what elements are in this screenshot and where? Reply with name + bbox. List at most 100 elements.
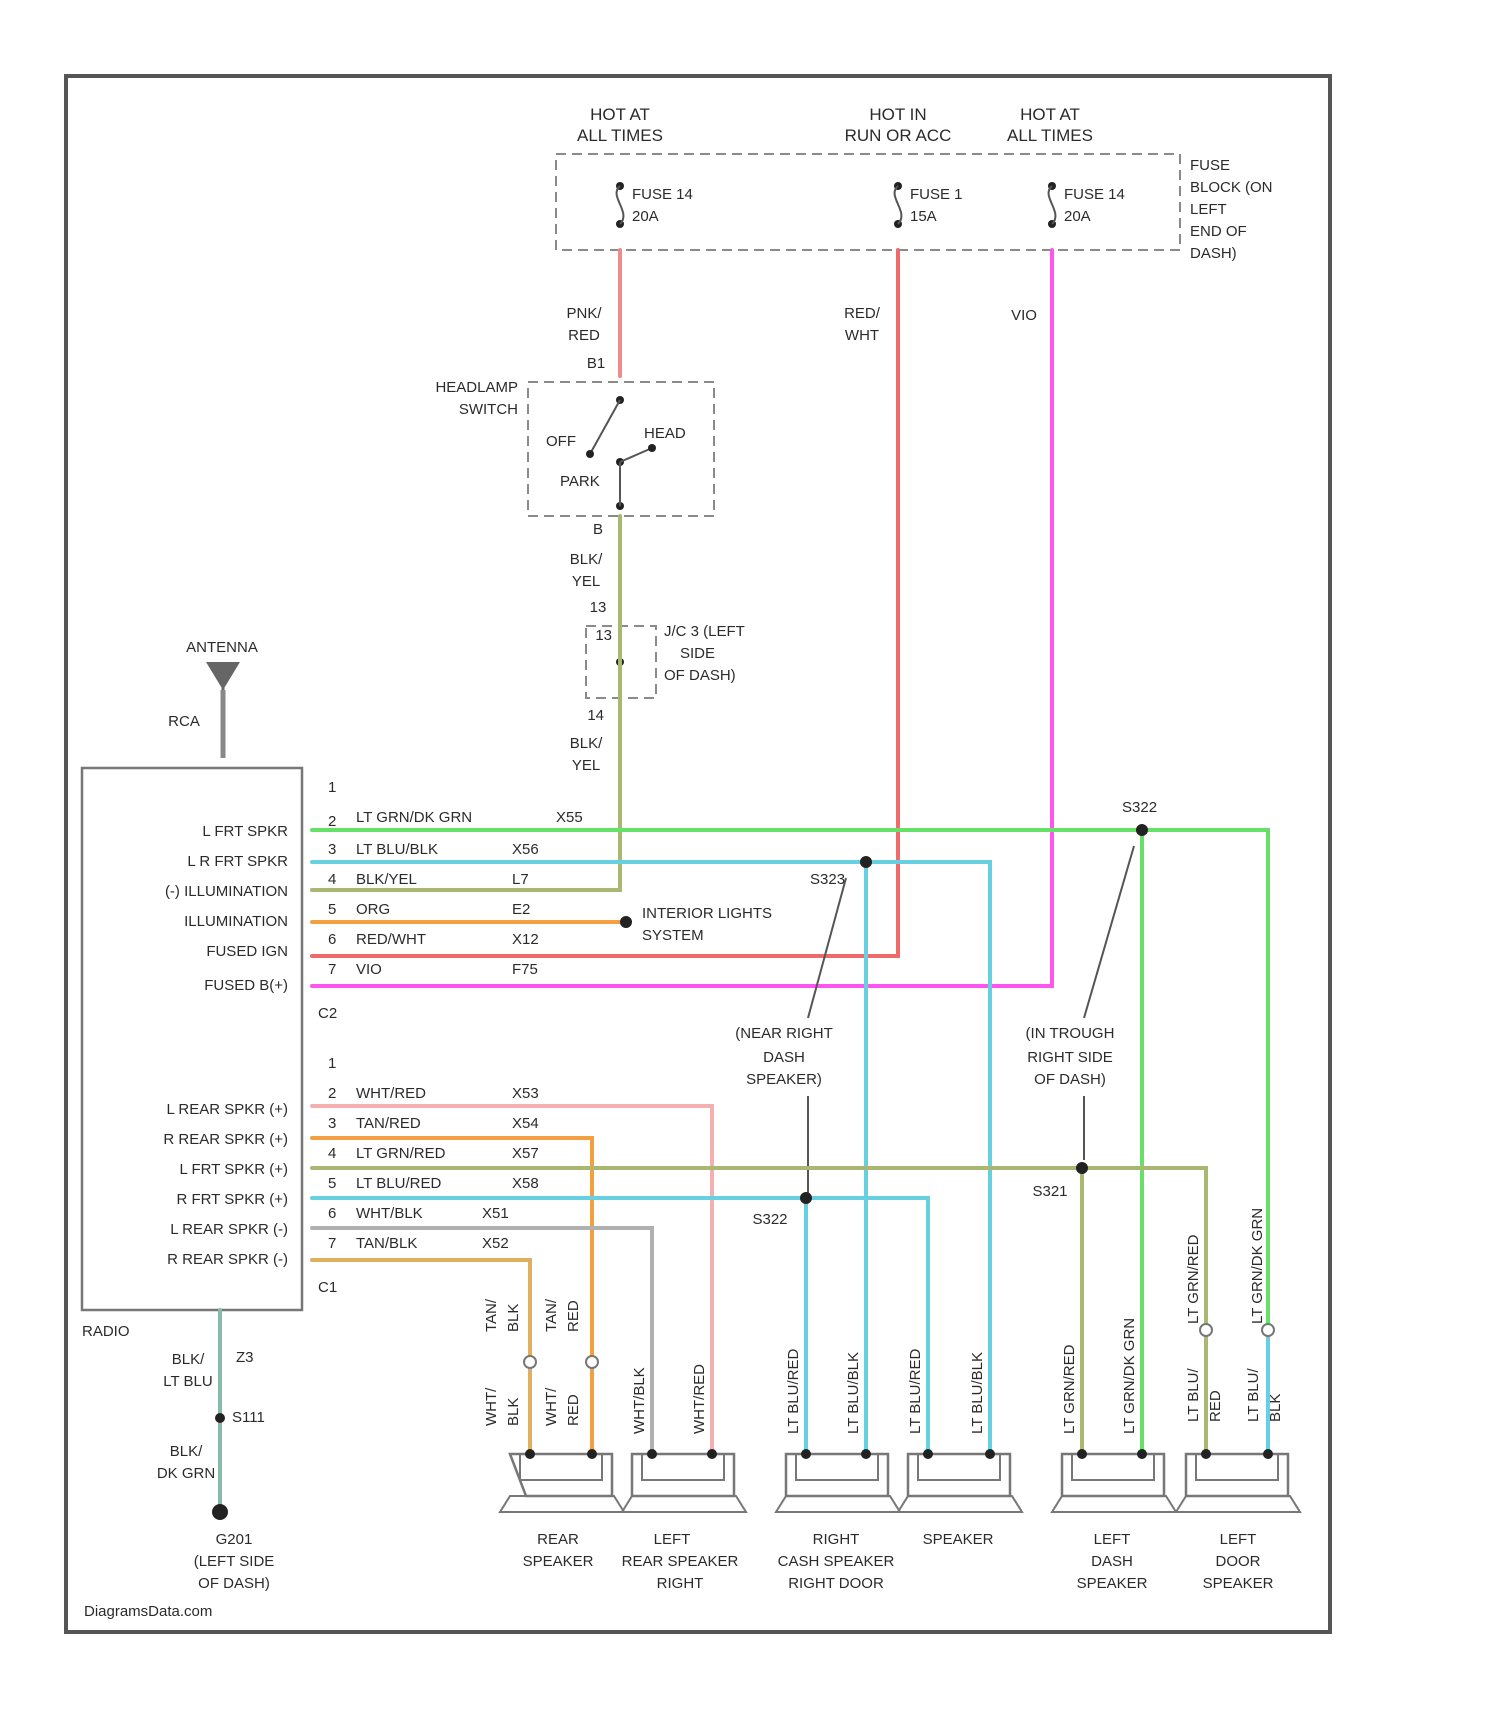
svg-text:LT GRN/RED: LT GRN/RED — [356, 1145, 446, 1162]
svg-text:SPEAKER: SPEAKER — [1203, 1575, 1274, 1592]
wire-label-red-wht: RED/ — [844, 305, 881, 322]
switch-wire-label-2: YEL — [572, 573, 600, 590]
svg-text:RED: RED — [565, 1300, 582, 1332]
svg-text:LT GRN/RED: LT GRN/RED — [1061, 1344, 1078, 1434]
svg-text:REAR SPEAKER: REAR SPEAKER — [622, 1553, 739, 1570]
svg-text:R REAR SPKR (-): R REAR SPKR (-) — [167, 1251, 288, 1268]
svg-text:WHT/RED: WHT/RED — [356, 1085, 426, 1102]
svg-text:3: 3 — [328, 841, 336, 858]
hot-label-1b: ALL TIMES — [577, 126, 663, 145]
wire-label-vio: VIO — [1011, 307, 1037, 324]
jc-wire-label-2: YEL — [572, 757, 600, 774]
svg-text:LT GRN/DK GRN: LT GRN/DK GRN — [1121, 1318, 1138, 1434]
svg-text:13: 13 — [595, 627, 612, 644]
svg-text:LT BLU/RED: LT BLU/RED — [907, 1349, 924, 1434]
svg-text:DASH): DASH) — [1190, 245, 1237, 262]
svg-text:RIGHT SIDE: RIGHT SIDE — [1027, 1049, 1113, 1066]
leader-left — [808, 878, 846, 1018]
switch-pin-b: B — [593, 521, 603, 538]
svg-text:OF DASH): OF DASH) — [1034, 1071, 1106, 1088]
svg-text:LT GRN/DK GRN: LT GRN/DK GRN — [356, 809, 472, 826]
interior-lights-label-2: SYSTEM — [642, 927, 704, 944]
svg-text:SPEAKER): SPEAKER) — [746, 1071, 822, 1088]
svg-text:(LEFT SIDE: (LEFT SIDE — [194, 1553, 275, 1570]
antenna-wire-label: RCA — [168, 713, 200, 730]
svg-text:BLK: BLK — [505, 1398, 522, 1426]
svg-text:3: 3 — [328, 1115, 336, 1132]
svg-text:BLK: BLK — [505, 1304, 522, 1332]
jc-wire-label: BLK/ — [570, 735, 603, 752]
svg-text:R REAR SPKR (+): R REAR SPKR (+) — [163, 1131, 288, 1148]
pin-b1: B1 — [587, 355, 605, 372]
svg-text:HEADLAMP: HEADLAMP — [435, 379, 518, 396]
svg-text:LT BLU/: LT BLU/ — [1185, 1368, 1202, 1422]
svg-text:LT GRN/DK GRN: LT GRN/DK GRN — [1249, 1208, 1266, 1324]
watermark: DiagramsData.com — [84, 1603, 212, 1620]
ground-wire-label: BLK/ — [172, 1351, 205, 1368]
svg-text:20A: 20A — [632, 208, 659, 225]
svg-text:FUSE: FUSE — [1190, 157, 1230, 174]
svg-text:RIGHT DOOR: RIGHT DOOR — [788, 1575, 884, 1592]
svg-text:5: 5 — [328, 1175, 336, 1192]
wire-label-red-wht-2: WHT — [845, 327, 879, 344]
leader-right — [1084, 846, 1134, 1018]
svg-text:RIGHT: RIGHT — [813, 1531, 860, 1548]
radio-label: RADIO — [82, 1323, 130, 1340]
svg-text:LT BLU/RED: LT BLU/RED — [785, 1349, 802, 1434]
splice-s322-node — [1136, 824, 1148, 836]
svg-text:X52: X52 — [482, 1235, 509, 1252]
radio-c2-label: C2 — [318, 1005, 337, 1022]
svg-text:BLOCK (ON: BLOCK (ON — [1190, 179, 1273, 196]
hot-label-3: HOT AT — [1020, 105, 1080, 124]
speaker-captions: REAR SPEAKER LEFT REAR SPEAKER RIGHT RIG… — [523, 1531, 1274, 1592]
svg-text:X12: X12 — [512, 931, 539, 948]
hot-label-1: HOT AT — [590, 105, 650, 124]
svg-text:WHT/: WHT/ — [483, 1387, 500, 1426]
svg-text:RED: RED — [1207, 1390, 1224, 1422]
svg-text:OF DASH): OF DASH) — [664, 667, 736, 684]
svg-text:L FRT SPKR: L FRT SPKR — [202, 823, 288, 840]
svg-text:REAR: REAR — [537, 1531, 579, 1548]
svg-text:SPEAKER: SPEAKER — [1077, 1575, 1148, 1592]
ground-splice-node — [215, 1413, 225, 1423]
hot-label-2: HOT IN — [869, 105, 926, 124]
svg-text:15A: 15A — [910, 208, 937, 225]
svg-text:WHT/RED: WHT/RED — [691, 1364, 708, 1434]
svg-text:TAN/RED: TAN/RED — [356, 1115, 421, 1132]
fuse-3: FUSE 14 20A — [1048, 182, 1125, 228]
svg-text:L FRT SPKR (+): L FRT SPKR (+) — [179, 1161, 288, 1178]
svg-text:2: 2 — [328, 1085, 336, 1102]
svg-text:LEFT: LEFT — [654, 1531, 691, 1548]
splice-s323-node — [860, 856, 872, 868]
svg-text:6: 6 — [328, 1205, 336, 1222]
ground-wire2-label-2: DK GRN — [157, 1465, 215, 1482]
svg-text:FUSE 14: FUSE 14 — [1064, 186, 1125, 203]
svg-text:TAN/: TAN/ — [483, 1298, 500, 1332]
svg-text:DOOR: DOOR — [1216, 1553, 1261, 1570]
svg-text:DASH: DASH — [763, 1049, 805, 1066]
svg-text:SIDE: SIDE — [680, 645, 715, 662]
svg-text:X57: X57 — [512, 1145, 539, 1162]
junction-connector: 13 14 J/C 3 (LEFT SIDE OF DASH) — [587, 623, 745, 724]
ground-g201-node — [212, 1504, 228, 1520]
svg-text:LT BLU/BLK: LT BLU/BLK — [356, 841, 438, 858]
svg-text:(NEAR RIGHT: (NEAR RIGHT — [735, 1025, 833, 1042]
svg-text:LT BLU/RED: LT BLU/RED — [356, 1175, 441, 1192]
svg-text:DASH: DASH — [1091, 1553, 1133, 1570]
speaker-left-rear — [622, 1449, 746, 1512]
svg-text:TAN/: TAN/ — [543, 1298, 560, 1332]
svg-text:L REAR SPKR (+): L REAR SPKR (+) — [166, 1101, 288, 1118]
svg-text:(IN TROUGH: (IN TROUGH — [1026, 1025, 1115, 1042]
splice-s321-label: S321 — [1032, 1183, 1067, 1200]
svg-text:SPEAKER: SPEAKER — [523, 1553, 594, 1570]
svg-text:X53: X53 — [512, 1085, 539, 1102]
svg-text:HEAD: HEAD — [644, 425, 686, 442]
svg-text:ILLUMINATION: ILLUMINATION — [184, 913, 288, 930]
svg-text:L REAR SPKR (-): L REAR SPKR (-) — [170, 1221, 288, 1238]
svg-text:LT BLU/BLK: LT BLU/BLK — [969, 1352, 986, 1434]
svg-text:RED: RED — [565, 1394, 582, 1426]
splice-s321-node — [1076, 1162, 1088, 1174]
svg-text:X56: X56 — [512, 841, 539, 858]
svg-text:14: 14 — [587, 707, 604, 724]
